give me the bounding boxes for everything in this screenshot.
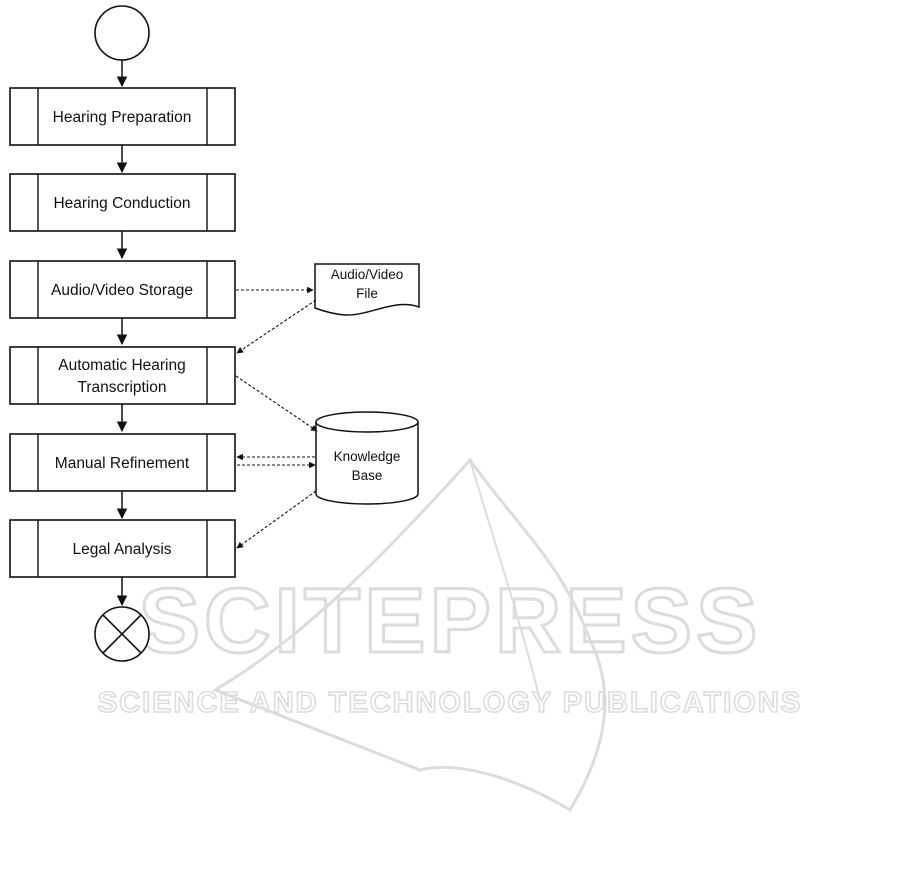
step-legal-analysis: Legal Analysis bbox=[10, 520, 235, 577]
step-automatic-hearing-transcription: Automatic Hearing Transcription bbox=[10, 347, 235, 404]
start-node bbox=[95, 6, 149, 60]
database-label-line-1: Knowledge bbox=[334, 449, 401, 464]
watermark-subtitle: SCIENCE AND TECHNOLOGY PUBLICATIONS bbox=[98, 687, 802, 719]
step-label-line-2: Transcription bbox=[77, 379, 166, 396]
step-label: Legal Analysis bbox=[72, 541, 171, 558]
watermark: SCITEPRESS SCIENCE AND TECHNOLOGY PUBLIC… bbox=[98, 460, 802, 810]
document-audio-video-file: Audio/Video File bbox=[315, 264, 419, 315]
step-label: Manual Refinement bbox=[55, 455, 190, 472]
step-manual-refinement: Manual Refinement bbox=[10, 434, 235, 491]
step-audio-video-storage: Audio/Video Storage bbox=[10, 261, 235, 318]
connector-knowledge-base-to-legal-analysis bbox=[237, 491, 316, 548]
step-label: Hearing Preparation bbox=[53, 109, 192, 126]
document-label-line-2: File bbox=[356, 286, 378, 301]
step-label-line-1: Automatic Hearing bbox=[58, 357, 186, 374]
watermark-title: SCITEPRESS bbox=[139, 570, 762, 672]
step-label: Audio/Video Storage bbox=[51, 282, 193, 299]
end-node bbox=[95, 607, 149, 661]
connector-file-to-transcription bbox=[237, 300, 316, 353]
data-flow-connectors bbox=[236, 290, 317, 548]
document-label-line-1: Audio/Video bbox=[331, 267, 404, 282]
connector-transcription-to-knowledge-base bbox=[236, 376, 317, 431]
step-hearing-conduction: Hearing Conduction bbox=[10, 174, 235, 231]
database-label-line-2: Base bbox=[352, 468, 383, 483]
step-hearing-preparation: Hearing Preparation bbox=[10, 88, 235, 145]
step-label: Hearing Conduction bbox=[53, 195, 190, 212]
database-knowledge-base: Knowledge Base bbox=[316, 412, 418, 504]
